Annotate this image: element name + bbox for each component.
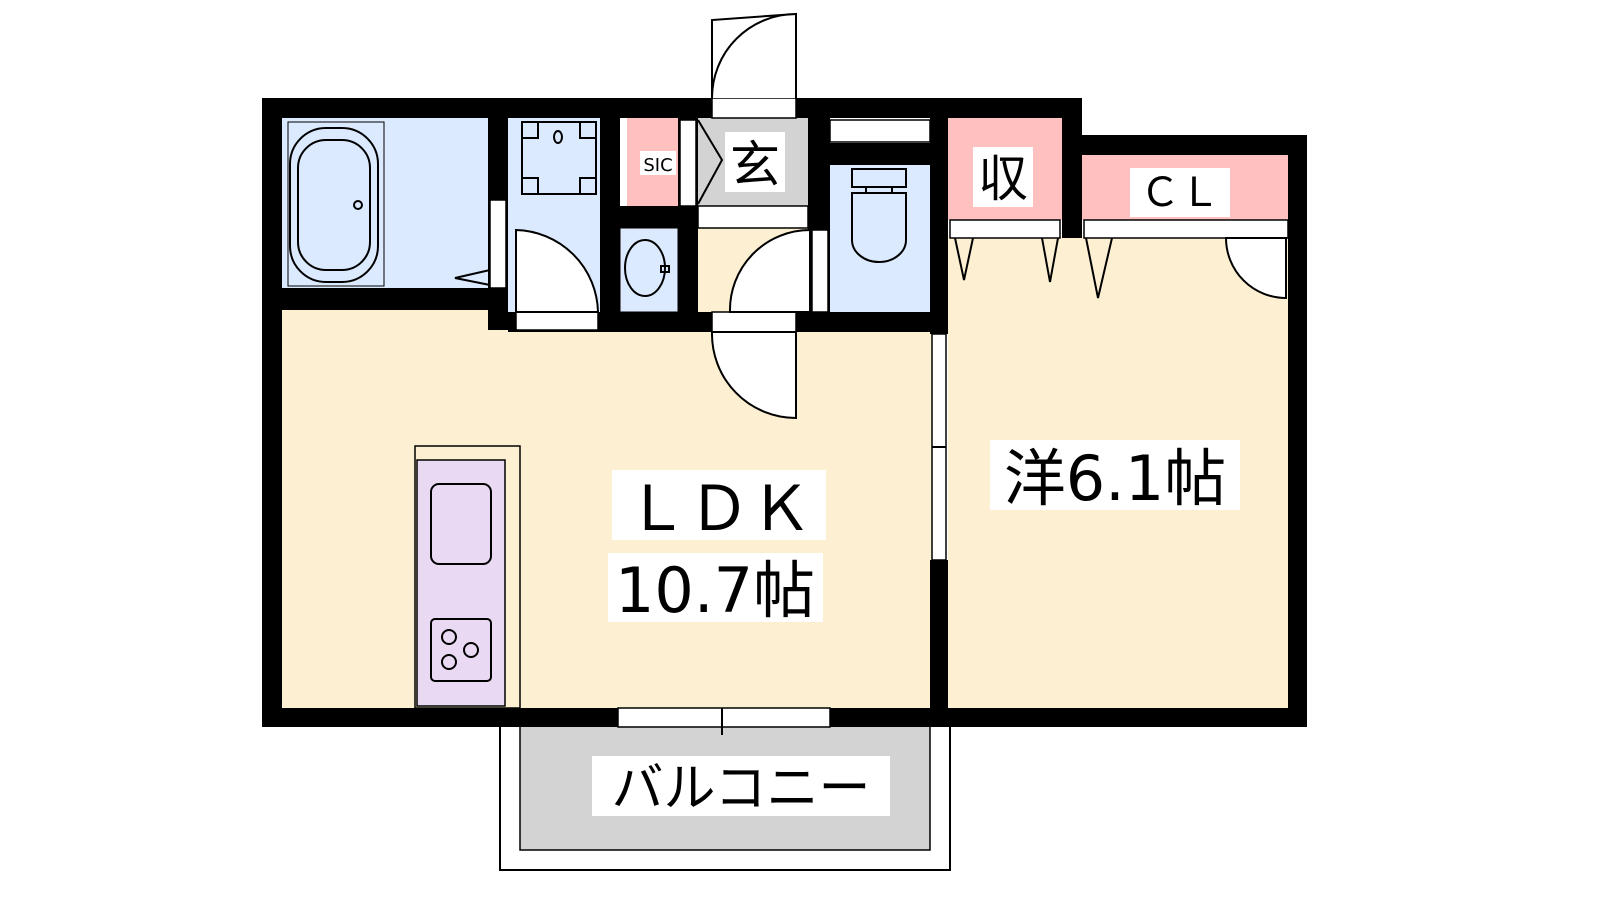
western-room-label: 洋6.1帖 — [990, 440, 1240, 515]
ldk-floor — [282, 308, 932, 710]
balcony-label: バルコニー — [592, 756, 890, 819]
kitchen-counter — [414, 445, 521, 709]
shoe-closet-label: SIC — [640, 151, 676, 176]
svg-text:玄: 玄 — [730, 136, 780, 194]
stove-icon — [430, 618, 492, 682]
closet-door-icon — [1224, 237, 1287, 300]
front-door-icon — [711, 12, 797, 99]
svg-text:収: 収 — [978, 150, 1028, 208]
svg-text:バルコニー: バルコニー — [612, 759, 871, 819]
svg-text:10.7帖: 10.7帖 — [615, 554, 815, 627]
kitchen-sink-icon — [430, 483, 492, 565]
hall-door-icon — [728, 228, 811, 313]
ldk-label: ＬＤＫ 10.7帖 — [608, 470, 826, 627]
openings — [489, 97, 1289, 728]
doors — [454, 12, 1287, 735]
entrance-label: 玄 — [725, 132, 785, 194]
toilet-icon — [851, 168, 907, 263]
walls — [262, 98, 1307, 727]
shoe-closet-door-icon — [697, 119, 724, 205]
svg-text:SIC: SIC — [643, 155, 672, 176]
ldk-door-icon — [710, 331, 797, 420]
svg-text:ＣＬ: ＣＬ — [1140, 170, 1220, 216]
svg-text:洋6.1帖: 洋6.1帖 — [1004, 442, 1227, 515]
svg-text:ＬＤＫ: ＬＤＫ — [626, 472, 812, 545]
washing-machine-icon — [521, 121, 597, 195]
storage-label: 収 — [973, 147, 1033, 208]
sink-icon — [624, 239, 670, 297]
folding-door-icon — [954, 237, 1113, 299]
closet-label: ＣＬ — [1130, 168, 1230, 217]
bathtub-icon — [287, 121, 385, 287]
washroom-door-icon — [515, 228, 600, 313]
bath-door-icon — [454, 269, 491, 286]
